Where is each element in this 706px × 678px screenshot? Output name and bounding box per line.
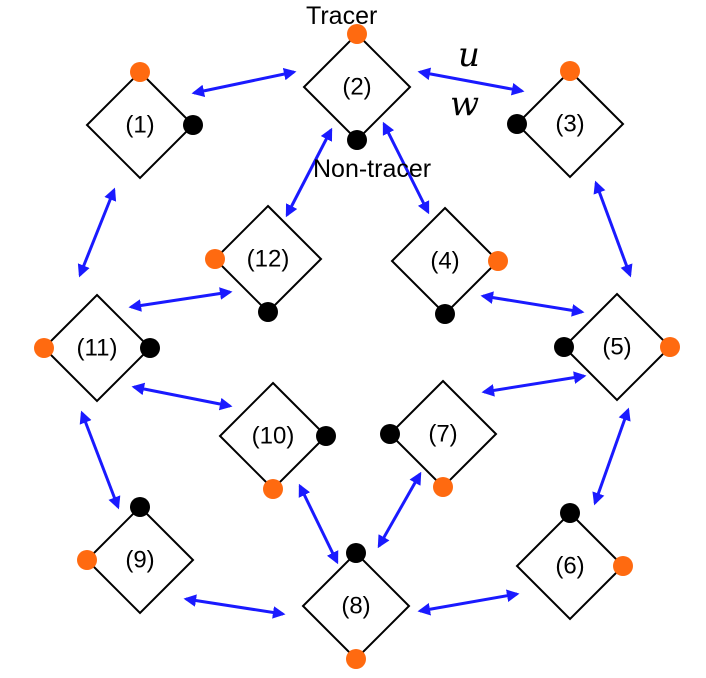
node-8-label: (8) [341,592,370,619]
edge-5-6-arrow [592,407,631,506]
node-2: (2) [302,24,412,150]
node-6-non-tracer-port [560,503,580,523]
node-5-diamond [562,292,672,402]
edge-1-11-arrow [77,187,117,278]
w-symbol: w [450,84,479,124]
edge-7-8-arrow [377,471,422,549]
edge-2-3-arrow [417,67,525,96]
node-8-non-tracer-port [346,543,366,563]
node-1-non-tracer-port [183,115,203,135]
edge-7-5-arrow [481,371,587,397]
non-tracer-caption: Non-tracer [313,155,431,183]
node-11-non-tracer-port [140,338,160,358]
node-11-label: (11) [77,334,118,361]
node-7: (7) [380,379,498,497]
node-7-label: (7) [428,420,457,447]
node-1: (1) [85,62,203,180]
node-6-label: (6) [555,552,584,579]
node-6: (6) [515,503,633,621]
node-11-tracer-port [34,338,54,358]
edge-2-4-arrow [382,121,430,215]
node-4: (4) [390,206,508,324]
node-1-diamond [85,70,195,180]
node-2-non-tracer-port [347,130,367,150]
node-9-non-tracer-port [130,497,150,517]
node-7-tracer-port [433,477,453,497]
node-11: (11) [34,293,160,403]
node-12-tracer-port [205,249,225,269]
edge-8-6-arrow [417,589,520,616]
edge-12-11-arrow [128,287,233,312]
edge-1-2-arrow [191,67,297,98]
node-2-label: (2) [342,73,371,100]
node-9-label: (9) [125,546,154,573]
node-5-tracer-port [660,337,680,357]
edge-9-8-arrow [183,594,286,619]
node-5: (5) [554,292,680,402]
edge-3-5-arrow [593,180,633,278]
node-1-tracer-port [130,62,150,82]
node-5-label: (5) [602,333,631,360]
node-12-non-tracer-port [258,302,278,322]
edge-10-8-arrow [298,483,339,565]
node-3-tracer-port [560,61,580,81]
node-10: (10) [218,381,336,499]
edge-11-10-arrow [131,382,233,411]
edge-4-5-arrow [480,291,585,317]
nodes-layer: (1) (2) (3) (4) (5) (6) (7) (8) (9) (10) (11) (12) [34,24,680,669]
node-12-label: (12) [247,245,290,272]
node-3-label: (3) [555,110,584,137]
node-10-non-tracer-port [316,426,336,446]
node-4-non-tracer-port [435,304,455,324]
node-7-non-tracer-port [380,424,400,444]
node-3-non-tracer-port [507,114,527,134]
node-10-tracer-port [263,479,283,499]
node-8-tracer-port [346,649,366,669]
node-9: (9) [77,497,195,615]
node-8: (8) [301,543,411,669]
edge-11-9-arrow [79,410,121,510]
node-6-diamond [515,511,625,621]
node-10-label: (10) [252,422,295,449]
node-12: (12) [205,204,323,322]
edges-layer [77,67,633,619]
node-9-tracer-port [77,550,97,570]
node-9-diamond [85,505,195,615]
node-3: (3) [507,61,625,179]
node-1-label: (1) [125,111,154,138]
node-5-non-tracer-port [554,337,574,357]
edge-2-12-arrow [285,127,333,218]
node-6-tracer-port [613,556,633,576]
node-4-tracer-port [488,251,508,271]
node-4-label: (4) [430,247,459,274]
node-11-diamond [42,293,152,403]
node-2-tracer-port [347,24,367,44]
u-symbol: u [458,35,480,75]
tracer-caption: Tracer [306,2,377,30]
node-3-diamond [515,69,625,179]
